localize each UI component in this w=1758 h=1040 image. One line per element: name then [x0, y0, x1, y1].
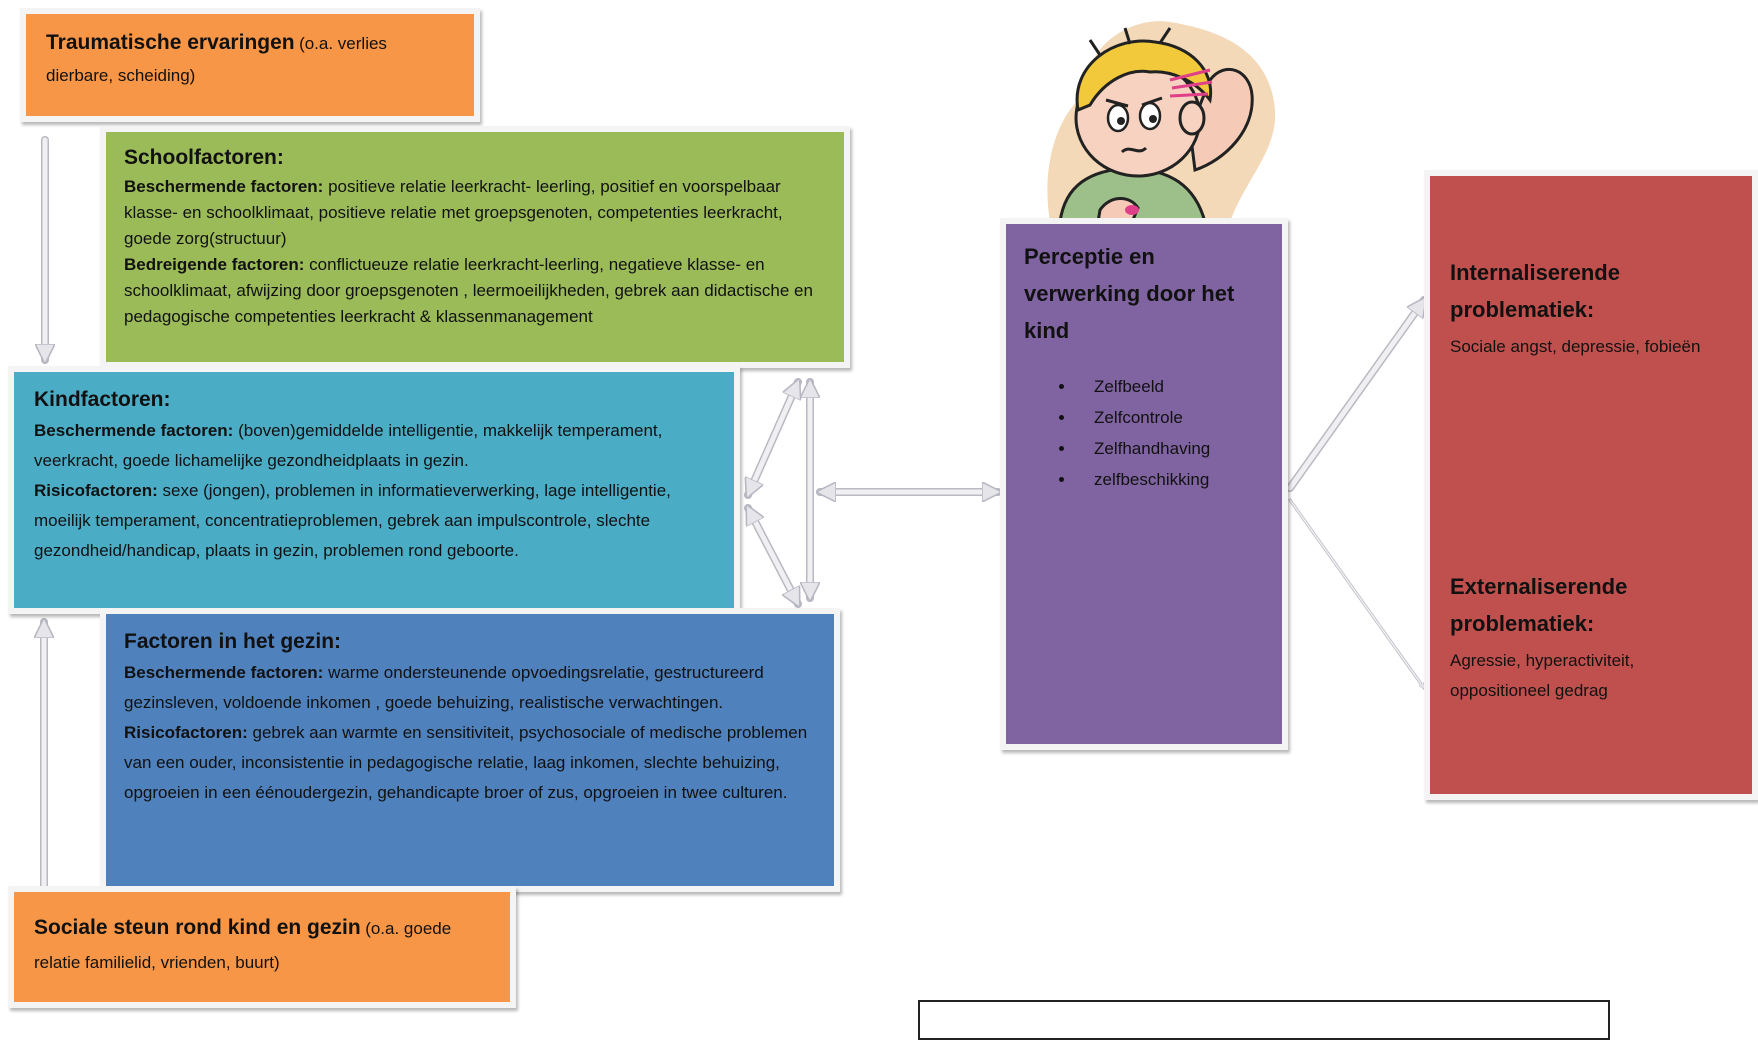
external-title: Externaliserende problematiek:	[1450, 574, 1628, 636]
problems-box: Internaliserende problematiek: Sociale a…	[1424, 170, 1758, 800]
kind-title: Kindfactoren:	[34, 388, 171, 411]
internal-problems: Internaliserende problematiek: Sociale a…	[1450, 254, 1734, 362]
perceptie-title: Perceptie en verwerking door het kind	[1024, 244, 1235, 343]
family-factors-box: Factoren in het gezin: Beschermende fact…	[100, 608, 840, 892]
connector-arrows	[0, 136, 1428, 894]
perceptie-item: Zelfcontrole	[1076, 402, 1264, 433]
school-factors-box: Schoolfactoren: Beschermende factoren: p…	[100, 126, 850, 368]
perception-box: Perceptie en verwerking door het kind Ze…	[1000, 218, 1288, 750]
gezin-protective-text: warme ondersteunende opvoedingsrelatie, …	[124, 663, 764, 712]
confused-child-illustration	[1047, 21, 1276, 222]
gezin-risk-text: gebrek aan warmte en sensitiviteit, psyc…	[124, 723, 808, 802]
kind-protective-label: Beschermende factoren:	[34, 421, 234, 440]
school-protective-text: positieve relatie leerkracht- leerling, …	[124, 177, 783, 248]
internal-text: Sociale angst, depressie, fobieën	[1450, 337, 1701, 356]
arrow-kind-gezin	[744, 508, 802, 604]
gezin-risk-label: Risicofactoren:	[124, 723, 248, 742]
arrow-kind-school	[744, 382, 802, 495]
school-threat-label: Bedreigende factoren:	[124, 255, 305, 274]
gezin-protective-label: Beschermende factoren:	[124, 663, 324, 682]
gezin-title: Factoren in het gezin:	[124, 630, 342, 653]
perceptie-list: Zelfbeeld Zelfcontrole Zelfhandhaving ze…	[1024, 371, 1264, 495]
gezin-risk: Risicofactoren: gebrek aan warmte en sen…	[124, 718, 816, 808]
child-factors-box: Kindfactoren: Beschermende factoren: (bo…	[8, 366, 740, 614]
external-problems: Externaliserende problematiek: Agressie,…	[1450, 568, 1734, 706]
trauma-title: Traumatische ervaringen	[46, 31, 295, 54]
social-support-box: Sociale steun rond kind en gezin (o.a. g…	[8, 886, 516, 1008]
empty-frame	[918, 1000, 1610, 1040]
arrow-perceptie-internaliserend	[1286, 300, 1428, 492]
trauma-box: Traumatische ervaringen (o.a. verlies di…	[20, 8, 480, 122]
perceptie-item: zelfbeschikking	[1076, 464, 1264, 495]
trauma-detail: (o.a. verlies dierbare, scheiding)	[46, 34, 387, 85]
kind-risk-text: sexe (jongen), problemen in informatieve…	[34, 481, 671, 560]
perceptie-item: Zelfhandhaving	[1076, 433, 1264, 464]
school-title: Schoolfactoren:	[124, 146, 284, 169]
kind-risk: Risicofactoren: sexe (jongen), problemen…	[34, 476, 714, 566]
sociaal-detail: (o.a. goede relatie familielid, vrienden…	[34, 919, 452, 972]
sociaal-title: Sociale steun rond kind en gezin	[34, 916, 361, 939]
school-protective: Beschermende factoren: positieve relatie…	[124, 174, 826, 252]
gezin-protective: Beschermende factoren: warme ondersteune…	[124, 658, 816, 718]
school-protective-label: Beschermende factoren:	[124, 177, 324, 196]
arrow-perceptie-externaliserend	[1288, 498, 1426, 690]
school-threat-text: conflictueuze relatie leerkracht-leerlin…	[124, 255, 813, 326]
school-threat: Bedreigende factoren: conflictueuze rela…	[124, 252, 826, 330]
kind-protective-text: (boven)gemiddelde intelligentie, makkeli…	[34, 421, 663, 470]
kind-protective: Beschermende factoren: (boven)gemiddelde…	[34, 416, 714, 476]
external-text: Agressie, hyperactiviteit, oppositioneel…	[1450, 651, 1635, 700]
internal-title: Internaliserende problematiek:	[1450, 260, 1620, 322]
kind-risk-label: Risicofactoren:	[34, 481, 158, 500]
perceptie-item: Zelfbeeld	[1076, 371, 1264, 402]
